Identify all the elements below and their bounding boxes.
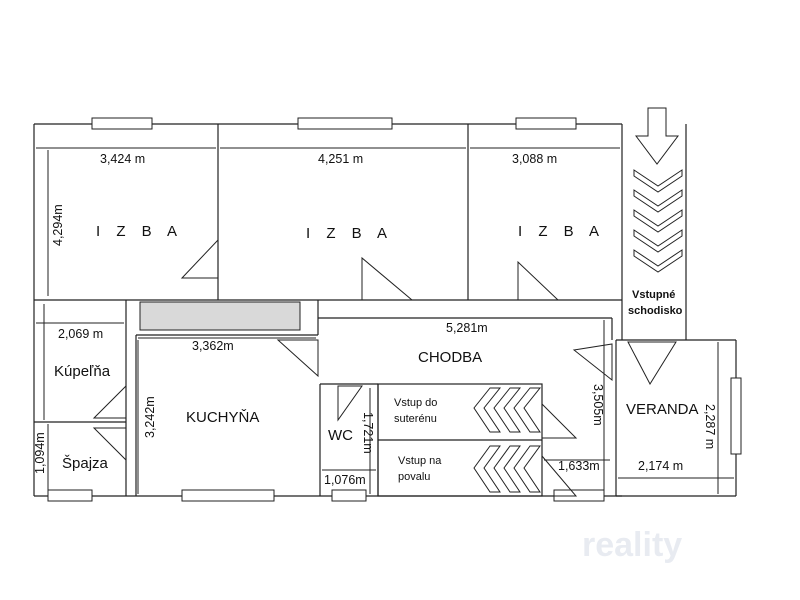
watermark: reality xyxy=(582,526,682,564)
label-vstup-suteren-2: suterénu xyxy=(394,413,437,425)
door-kuchyna xyxy=(276,339,319,378)
window-izba-3 xyxy=(515,117,577,130)
door-veranda xyxy=(627,341,677,386)
kitchen-counter xyxy=(139,301,301,331)
dim-wc-height: 1,721m xyxy=(361,412,375,454)
room-label-kuchyna: KUCHYŇA xyxy=(186,409,259,426)
label-vstup-suteren-1: Vstup do xyxy=(394,397,437,409)
dim-spajza-height: 1,094m xyxy=(33,432,47,474)
room-label-wc: WC xyxy=(328,427,353,444)
dim-izba2-width: 4,251 m xyxy=(318,152,363,166)
label-schodisko-1: Vstupné xyxy=(632,289,675,301)
room-label-chodba: CHODBA xyxy=(418,349,482,366)
door-wc xyxy=(337,385,363,422)
dim-kupelna-width: 2,069 m xyxy=(58,327,103,341)
dim-chodba-small: 1,633m xyxy=(558,459,600,473)
dim-veranda-width: 2,174 m xyxy=(638,459,683,473)
dim-wc-width: 1,076m xyxy=(324,473,366,487)
door-izba-2 xyxy=(361,256,414,301)
entrance-arrow-icon xyxy=(633,107,683,273)
window-izba-2 xyxy=(297,117,393,130)
dimension-lines xyxy=(36,147,734,494)
window-kuchyna xyxy=(181,489,275,502)
label-vstup-povala-1: Vstup na xyxy=(398,455,442,467)
label-schodisko-2: schodisko xyxy=(628,305,683,317)
window-spajza xyxy=(47,489,93,502)
dim-chodba-height: 3,505m xyxy=(591,384,605,426)
door-stairs-lower xyxy=(541,454,578,497)
dim-izba1-height: 4,294m xyxy=(51,204,65,246)
window-veranda xyxy=(730,377,742,455)
room-label-veranda: VERANDA xyxy=(626,401,699,418)
dim-chodba-width: 5,281m xyxy=(446,321,488,335)
dim-izba1-width: 3,424 m xyxy=(100,152,145,166)
door-kupelna xyxy=(92,384,127,419)
dim-izba3-width: 3,088 m xyxy=(512,152,557,166)
label-vstup-povala-2: povalu xyxy=(398,471,430,483)
room-label-kupelna: Kúpeľňa xyxy=(54,363,111,380)
room-label-izba-3: I Z B A xyxy=(518,223,605,240)
windows xyxy=(47,117,742,502)
window-izba-1 xyxy=(91,117,153,130)
stair-chevrons xyxy=(473,387,542,493)
door-chodba-right xyxy=(572,343,613,382)
door-stairs-upper xyxy=(541,402,578,439)
door-spajza xyxy=(92,427,127,462)
dim-kuchyna-height: 3,242m xyxy=(143,396,157,438)
dim-kuchyna-width: 3,362m xyxy=(192,339,234,353)
door-izba-1 xyxy=(180,238,219,279)
window-wc xyxy=(331,489,367,502)
room-label-spajza: Špajza xyxy=(62,455,109,472)
room-label-izba-1: I Z B A xyxy=(96,223,183,240)
dim-veranda-height: 2,287 m xyxy=(703,404,717,449)
doors xyxy=(92,238,677,497)
room-label-izba-2: I Z B A xyxy=(306,225,393,242)
door-izba-3 xyxy=(517,260,560,301)
